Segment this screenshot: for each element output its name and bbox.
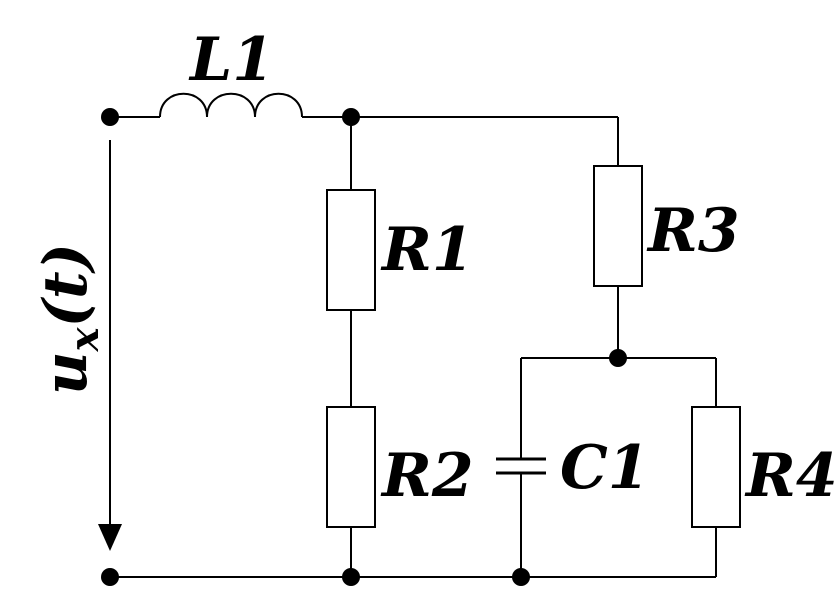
voltage-arrow-head	[98, 524, 122, 551]
inductor-l1	[159, 92, 303, 118]
resistor-r1	[326, 189, 376, 311]
terminal-top-left	[101, 108, 119, 126]
label-r2: R2	[380, 441, 474, 511]
label-r4: R4	[744, 441, 837, 511]
terminal-bottom-left	[101, 568, 119, 586]
junction-parallel	[609, 349, 627, 367]
junction-top	[342, 108, 360, 126]
resistor-r4	[691, 406, 741, 528]
label-source-subscript: x	[61, 326, 108, 352]
label-l1: L1	[188, 25, 274, 95]
label-source-voltage: ux(t)	[31, 243, 108, 395]
label-source-argument: (t)	[31, 243, 101, 328]
junction-bottom-r2	[342, 568, 360, 586]
label-r1: R1	[380, 215, 474, 285]
resistor-r3	[593, 165, 643, 287]
label-source-symbol: u	[31, 351, 101, 395]
resistor-r2	[326, 406, 376, 528]
label-c1: C1	[560, 433, 650, 503]
junction-bottom-c1	[512, 568, 530, 586]
label-r3: R3	[646, 196, 740, 266]
